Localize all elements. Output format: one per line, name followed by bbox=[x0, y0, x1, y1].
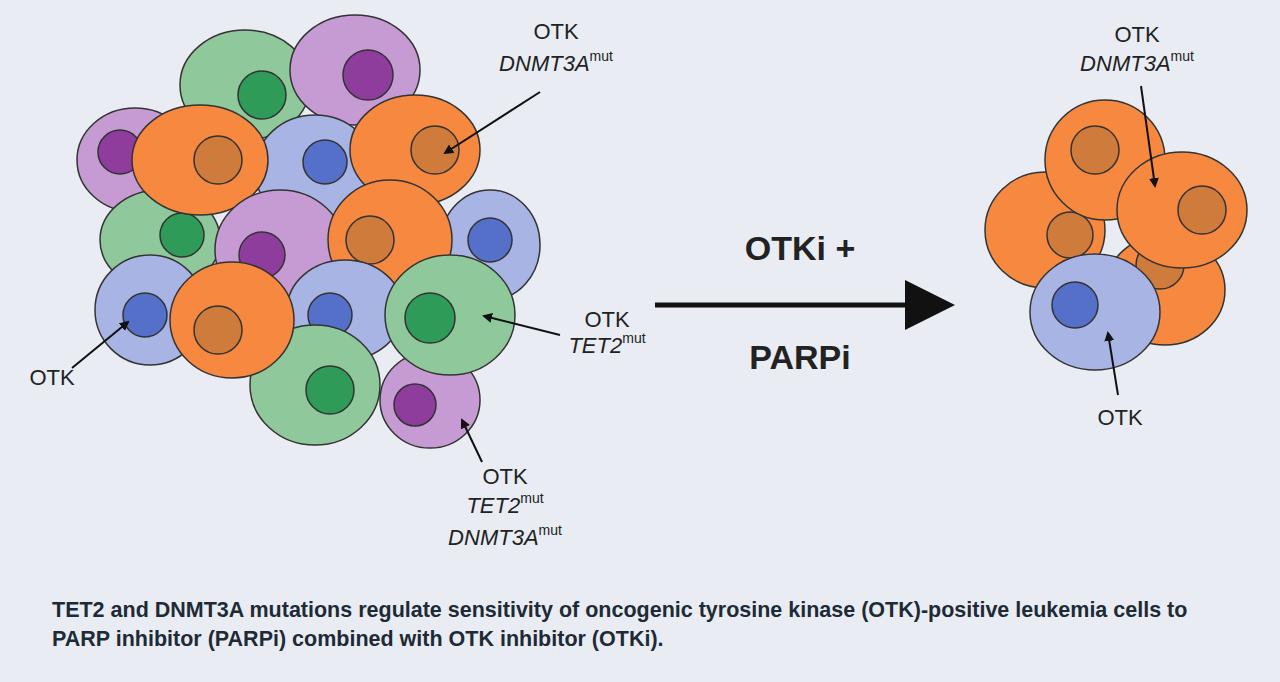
callout-line: OTK bbox=[584, 309, 629, 331]
mutation-superscript: mut bbox=[1171, 48, 1194, 64]
callout-label: OTK bbox=[1097, 405, 1142, 430]
mutation-superscript: mut bbox=[590, 48, 613, 64]
drug-label: OTKi + bbox=[745, 229, 856, 267]
treatment-label: OTKi + bbox=[745, 231, 856, 265]
drug-label: PARPi bbox=[749, 338, 850, 376]
gene-name: DNMT3A bbox=[1080, 51, 1170, 76]
callout-line: TET2mut bbox=[568, 335, 645, 357]
callout-line: TET2mut bbox=[466, 495, 543, 517]
callout-line: OTK bbox=[482, 466, 527, 488]
gene-name: DNMT3A bbox=[499, 51, 589, 76]
callout-line: DNMT3Amut bbox=[499, 53, 613, 75]
callout-label: OTK bbox=[533, 19, 578, 44]
callout-line: DNMT3Amut bbox=[448, 527, 562, 549]
mutation-superscript: mut bbox=[622, 330, 645, 346]
mutation-superscript: mut bbox=[539, 522, 562, 538]
callout-line: OTK bbox=[533, 21, 578, 43]
callout-label: OTK bbox=[482, 464, 527, 489]
treatment-label: PARPi bbox=[749, 340, 850, 374]
gene-name: DNMT3A bbox=[448, 525, 538, 550]
callout-label: OTK bbox=[584, 307, 629, 332]
callout-line: OTK bbox=[29, 367, 74, 389]
gene-name: TET2 bbox=[568, 333, 622, 358]
callout-line: OTK bbox=[1097, 407, 1142, 429]
gene-name: TET2 bbox=[466, 493, 520, 518]
callout-line: OTK bbox=[1114, 24, 1159, 46]
callout-label: OTK bbox=[1114, 22, 1159, 47]
mutation-superscript: mut bbox=[520, 490, 543, 506]
callout-label: OTK bbox=[29, 365, 74, 390]
callout-line: DNMT3Amut bbox=[1080, 53, 1194, 75]
figure-caption: TET2 and DNMT3A mutations regulate sensi… bbox=[52, 596, 1242, 654]
